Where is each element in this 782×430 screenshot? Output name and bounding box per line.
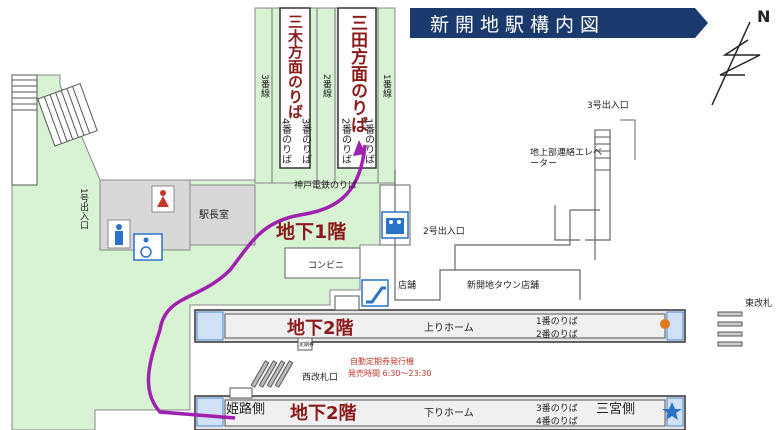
down-home-label: 下りホーム	[424, 407, 474, 419]
west-gate-label: 西改札口	[302, 371, 338, 383]
up-platform-2-label: 2番のりば	[536, 328, 578, 340]
shop-label: 店舗	[398, 279, 416, 291]
platform-3-label: 3番のりば	[300, 118, 312, 164]
floor-b2-up-label: 地下2階	[287, 317, 354, 339]
route-line	[146, 144, 367, 420]
exit3-label: 3号出入口	[587, 99, 629, 111]
platform-1-label: 1番のりば	[363, 118, 375, 164]
up-platform-1-label: 1番のりば	[536, 315, 578, 327]
floor-b2-down-label: 地下2階	[290, 402, 357, 424]
track-3-label: 3番線	[259, 74, 270, 98]
convenience-store	[284, 247, 361, 279]
down-platform-inner	[224, 399, 666, 427]
map-title: 新開地駅構内図	[430, 14, 605, 36]
track-2-label: 2番線	[321, 74, 332, 98]
elevator-icon	[381, 211, 409, 239]
toilet-men-icon	[107, 219, 131, 249]
town-shop-label: 新開地タウン店舗	[467, 279, 539, 291]
up-platform-inner	[224, 313, 666, 339]
platform-sign-sanda	[337, 7, 377, 169]
east-gate-barriers	[717, 311, 743, 347]
teikiken-label: 定期券	[299, 341, 314, 348]
sannomiya-side-label: 三宮側	[596, 401, 635, 417]
elevator-shaft	[594, 129, 611, 171]
platform-4-label: 4番のりば	[280, 118, 292, 164]
elevator-label: 地上部連絡エレベーター	[530, 148, 602, 169]
station-master-room	[189, 184, 256, 246]
exit2-label: 2号出入口	[423, 225, 465, 237]
escalator-icon	[361, 279, 389, 307]
toilet-women-icon	[151, 185, 175, 213]
star-marker	[662, 402, 682, 420]
ticket-machine-hours: 発売時間 6:30〜23:30	[348, 368, 432, 378]
ticket-machine-label: 自動定期券発行機	[350, 356, 414, 366]
platform-sign-sanki-text: 三木方面のりば	[286, 14, 304, 119]
kobe-dentetsu-label: 神戸電鉄のりば	[294, 179, 357, 191]
stairs-1-exit	[11, 74, 98, 186]
route-arrowhead	[353, 140, 366, 156]
exit3-wall	[620, 119, 636, 160]
orange-marker	[660, 319, 670, 329]
wheelchair-icon	[133, 233, 163, 261]
down-platform-3-label: 3番のりば	[536, 402, 578, 414]
platform-2-label: 2番のりば	[340, 118, 352, 164]
himeji-stair-top	[229, 387, 253, 399]
himeji-side-label: 姫路側	[226, 401, 265, 417]
floor-b1-label: 地下1階	[276, 220, 346, 243]
ticket-machine-icon	[297, 337, 313, 351]
east-gate-label: 東改札	[745, 297, 772, 309]
b1-b2-stairs	[334, 295, 360, 311]
convenience-label: コンビニ	[308, 260, 344, 271]
west-gate-barriers	[250, 360, 294, 388]
elevator-label-box: 地上部連絡エレベーター	[530, 148, 602, 169]
track-lines	[271, 8, 379, 183]
station-master-label: 駅長室	[199, 208, 229, 221]
track-1-label: 1番線	[381, 74, 392, 98]
compass-icon	[711, 21, 761, 106]
down-platform-4-label: 4番のりば	[536, 415, 578, 427]
title-banner	[410, 8, 708, 38]
compass-n-label: N	[757, 7, 770, 26]
platform-sign-sanki	[279, 7, 311, 169]
platform-sign-sanda-text: 三田方面のりば	[347, 14, 368, 133]
up-home-label: 上りホーム	[424, 322, 474, 334]
exit1-label: 1号出入口	[78, 188, 89, 230]
